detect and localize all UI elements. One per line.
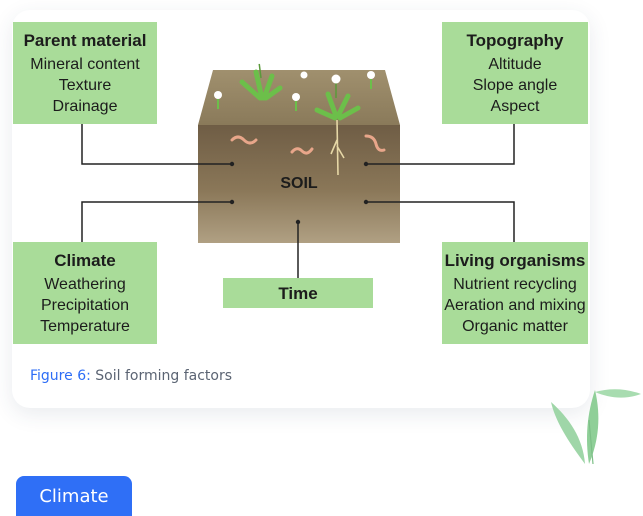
- parent-material-item: Drainage: [52, 97, 118, 115]
- climate-item: Precipitation: [40, 296, 130, 314]
- topography-item: Altitude: [488, 55, 542, 73]
- flower-icon: [367, 71, 375, 79]
- parent-material-item: Mineral content: [30, 55, 140, 73]
- parent-material-title: Parent material: [23, 30, 147, 50]
- climate-box: Climate Weathering Precipitation Tempera…: [13, 242, 157, 344]
- soil-diagram: SOIL: [81, 56, 515, 278]
- time-title: Time: [278, 283, 318, 303]
- topography-box: Topography Altitude Slope angle Aspect: [442, 22, 588, 124]
- time-box: Time: [223, 278, 373, 308]
- living-organisms-item: Nutrient recycling: [453, 275, 577, 293]
- connector-dots: [229, 161, 369, 225]
- worm-icon: [364, 134, 386, 152]
- worm-icon: [230, 135, 258, 145]
- topography-item: Aspect: [490, 97, 540, 115]
- flower-icon: [214, 91, 222, 99]
- leaf-decoration-icon: [551, 389, 641, 465]
- flower-icon: [292, 93, 300, 101]
- connector-lines: [81, 124, 515, 278]
- climate-title: Climate: [54, 250, 116, 270]
- living-organisms-box: Living organisms Nutrient recycling Aera…: [442, 242, 588, 344]
- figure-caption-label: Figure 6:: [30, 368, 91, 384]
- plant-icon: [314, 74, 361, 176]
- climate-button[interactable]: Climate: [16, 476, 132, 516]
- living-organisms-item: Aeration and mixing: [444, 296, 586, 314]
- figure-caption-text: Soil forming factors: [95, 368, 233, 384]
- topography-title: Topography: [466, 30, 564, 50]
- climate-item: Temperature: [40, 317, 130, 335]
- living-organisms-item: Organic matter: [462, 317, 568, 335]
- worm-icon: [290, 147, 314, 155]
- flower-icon: [300, 71, 308, 79]
- plant-icon: [239, 56, 283, 101]
- topography-item: Slope angle: [472, 76, 558, 94]
- parent-material-item: Texture: [58, 76, 112, 94]
- climate-item: Weathering: [44, 275, 126, 293]
- parent-material-box: Parent material Mineral content Texture …: [13, 22, 157, 124]
- living-organisms-title: Living organisms: [444, 250, 586, 270]
- figure-caption: Figure 6: Soil forming factors: [30, 368, 232, 384]
- soil-label: SOIL: [280, 175, 318, 192]
